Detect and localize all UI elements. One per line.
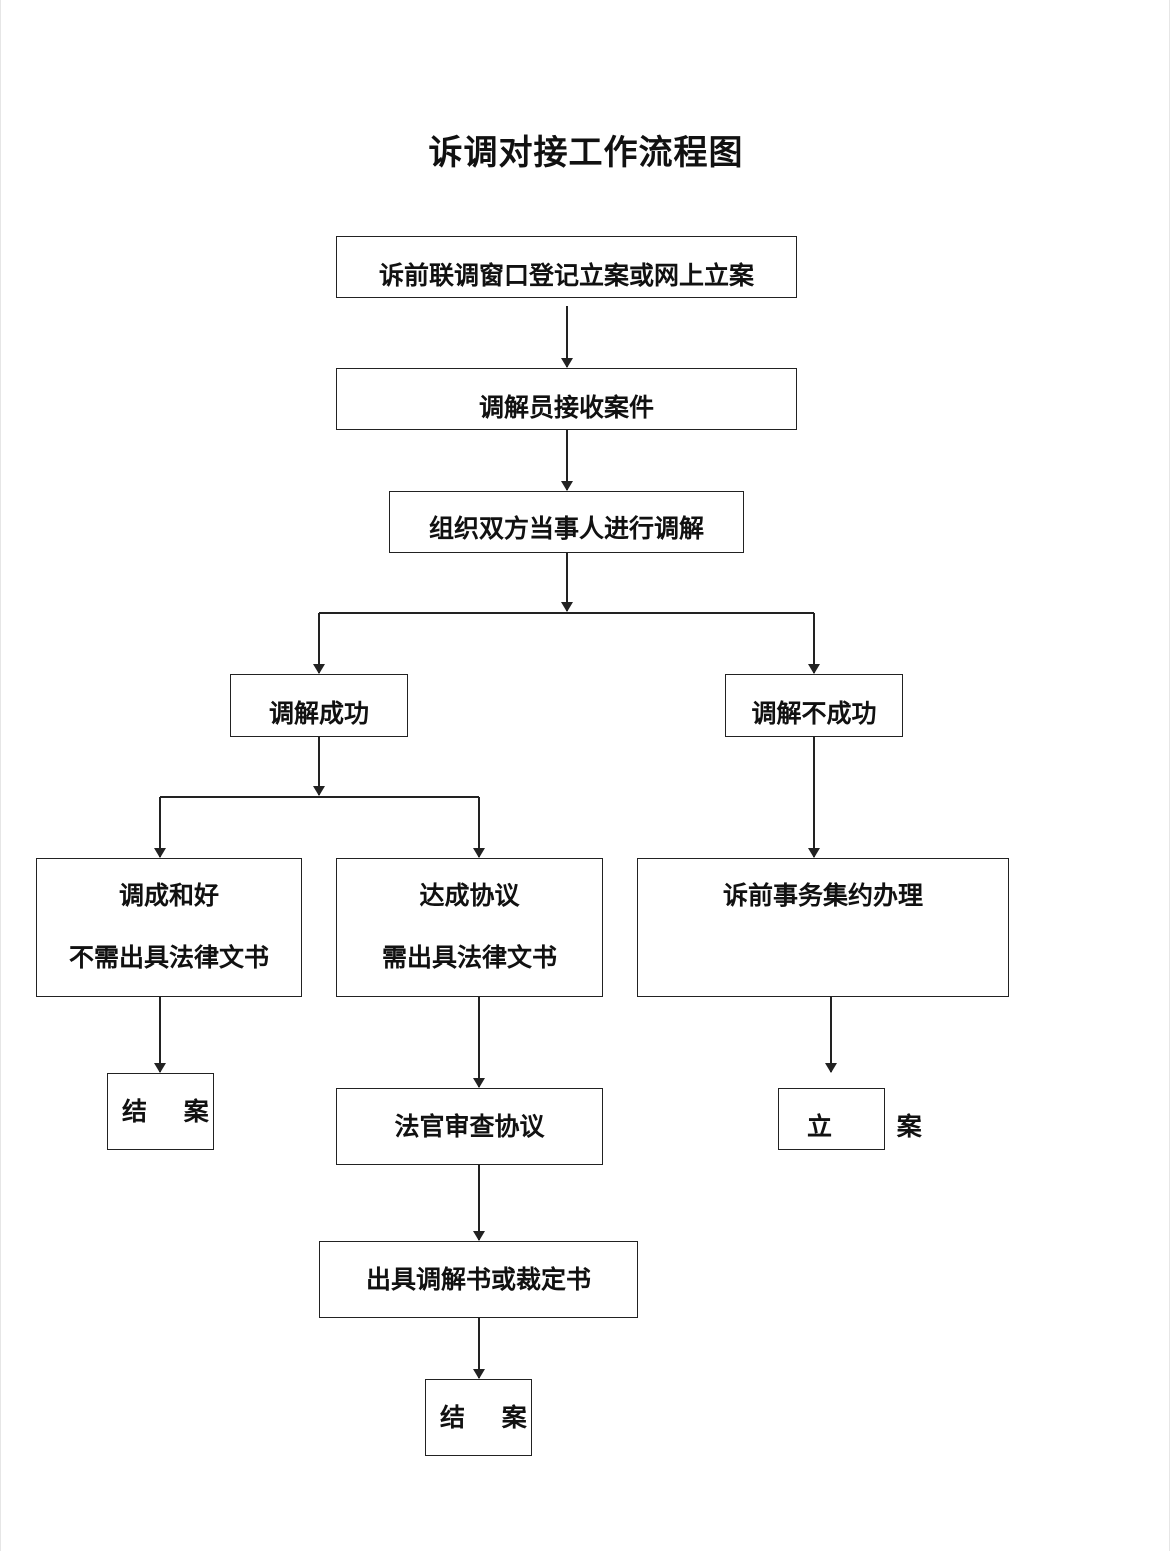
node-close-case-left: 结 案 bbox=[107, 1073, 214, 1150]
node-pre-litigation-label: 诉前事务集约办理 bbox=[722, 881, 923, 910]
node-reconcile-line2: 不需出具法律文书 bbox=[68, 943, 269, 972]
node-failure-label: 调解不成功 bbox=[751, 699, 877, 728]
node-agreement: 达成协议 需出具法律文书 bbox=[336, 858, 603, 997]
node-mediator-receive: 调解员接收案件 bbox=[336, 368, 797, 430]
node-failure: 调解不成功 bbox=[725, 674, 903, 737]
node-agreement-line2: 需出具法律文书 bbox=[381, 943, 557, 972]
node-success-label: 调解成功 bbox=[268, 699, 369, 728]
node-organize: 组织双方当事人进行调解 bbox=[389, 491, 744, 553]
node-issue-document-label: 出具调解书或裁定书 bbox=[365, 1265, 591, 1294]
node-mediator-receive-label: 调解员接收案件 bbox=[478, 393, 654, 422]
node-close-case-bottom: 结 案 bbox=[425, 1379, 532, 1456]
node-judge-review: 法官审查协议 bbox=[336, 1088, 603, 1165]
node-register: 诉前联调窗口登记立案或网上立案 bbox=[336, 236, 797, 298]
node-organize-label: 组织双方当事人进行调解 bbox=[428, 514, 704, 543]
node-pre-litigation: 诉前事务集约办理 bbox=[637, 858, 1009, 997]
node-reconcile-line1: 调成和好 bbox=[118, 881, 219, 910]
node-success: 调解成功 bbox=[230, 674, 408, 737]
node-file-case: 立 案 bbox=[778, 1088, 950, 1150]
page-title: 诉调对接工作流程图 bbox=[428, 133, 744, 173]
node-agreement-line1: 达成协议 bbox=[419, 881, 520, 910]
node-file-case-label: 立 案 bbox=[807, 1112, 950, 1141]
node-issue-document: 出具调解书或裁定书 bbox=[319, 1241, 638, 1318]
node-register-label: 诉前联调窗口登记立案或网上立案 bbox=[378, 261, 754, 290]
node-judge-review-label: 法官审查协议 bbox=[394, 1112, 545, 1141]
node-reconcile: 调成和好 不需出具法律文书 bbox=[36, 858, 302, 997]
node-close-case-left-label: 结 案 bbox=[122, 1097, 223, 1126]
node-close-case-bottom-label: 结 案 bbox=[440, 1403, 541, 1432]
